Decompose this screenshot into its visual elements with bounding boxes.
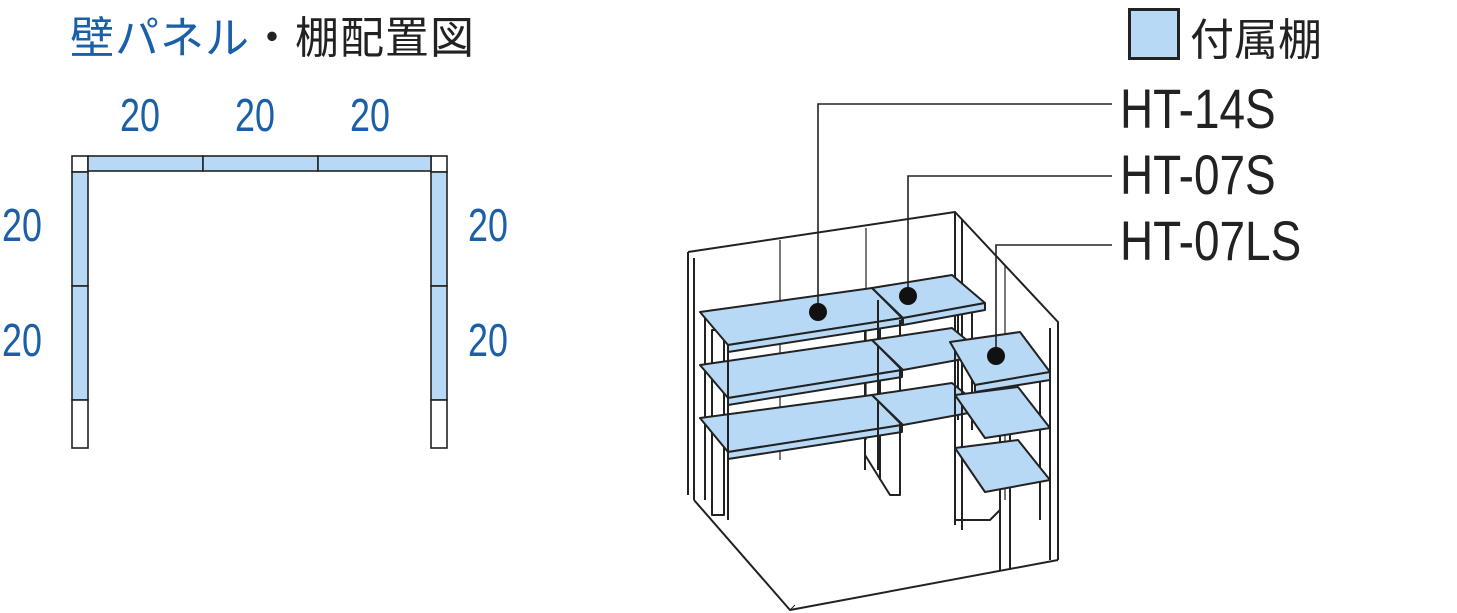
right-panel-2-label: 20: [468, 314, 508, 366]
top-panel-2-label: 20: [235, 89, 275, 141]
dot-ht-14s: [809, 303, 827, 321]
top-panel-3: [317, 155, 432, 172]
leader-ht-07s: [907, 175, 1112, 296]
dot-ht-07s: [899, 287, 917, 305]
title-wall-panel: 壁パネル: [70, 13, 250, 64]
right-panel-2: [430, 285, 448, 401]
top-panel-1-label: 20: [120, 89, 160, 141]
leader-lines: [817, 103, 1112, 356]
leader-dots: [809, 287, 1005, 365]
right-panel-1: [430, 171, 448, 287]
shelf-model-ht-14s: HT-14S: [1120, 77, 1276, 140]
corner-post-right: [430, 155, 448, 173]
left-panel-2-label: 20: [2, 314, 42, 366]
dot-ht-07ls: [987, 347, 1005, 365]
top-panel-1: [87, 155, 204, 172]
title-shelf-layout: ・棚配置図: [250, 13, 475, 64]
plan-view: [71, 155, 448, 449]
shelf-ht-07ls: [949, 331, 1051, 570]
leader-ht-14s: [817, 103, 1112, 312]
shelf-ht-14s: [699, 287, 903, 520]
shelf-model-ht-07s: HT-07S: [1120, 143, 1276, 206]
corner-post-left: [71, 155, 89, 173]
legend-label: 付属棚: [1190, 15, 1322, 66]
left-panel-1: [71, 171, 89, 287]
leader-ht-07ls: [995, 244, 1112, 356]
shelf-model-ht-07ls: HT-07LS: [1120, 209, 1302, 272]
shed-interior: [687, 211, 1059, 611]
right-door-post: [430, 399, 448, 449]
left-door-post: [71, 399, 89, 449]
diagram-title: 壁パネル・棚配置図: [70, 2, 475, 66]
right-panel-1-label: 20: [468, 199, 508, 251]
side-wall: [954, 211, 1059, 560]
top-panel-3-label: 20: [350, 89, 390, 141]
top-panel-2: [202, 155, 319, 172]
legend-swatch: [1128, 8, 1180, 60]
left-panel-1-label: 20: [2, 199, 42, 251]
left-panel-2: [71, 285, 89, 401]
